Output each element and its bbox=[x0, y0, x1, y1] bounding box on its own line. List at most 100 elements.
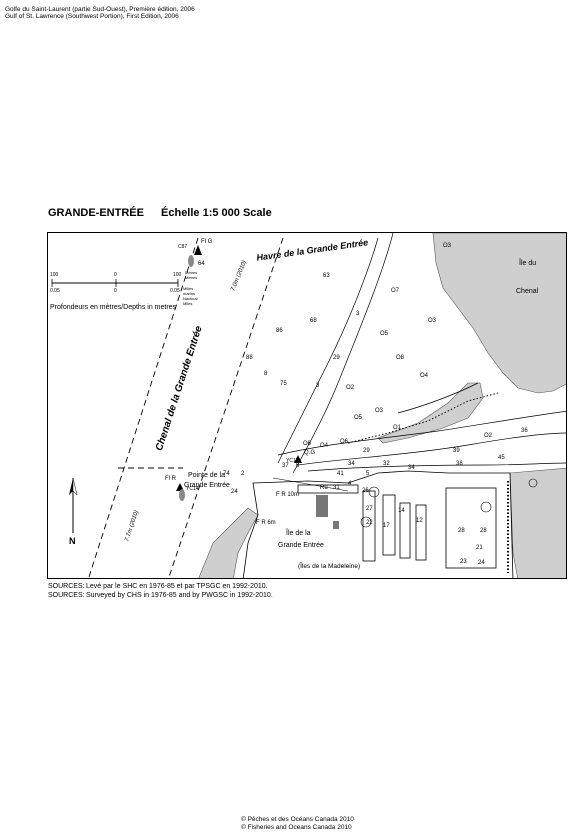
label-chenal-island: Chenal bbox=[516, 288, 539, 295]
sounding: O4 bbox=[320, 443, 329, 449]
sounding: O5 bbox=[380, 331, 389, 337]
depth-contours bbox=[277, 233, 566, 474]
sounding: O3 bbox=[375, 408, 384, 414]
sounding: 75 bbox=[280, 381, 287, 387]
wharves bbox=[297, 484, 497, 569]
sounding: O2 bbox=[346, 385, 355, 391]
sounding: 4 bbox=[348, 481, 352, 487]
light-mid-label: Q.G bbox=[304, 450, 316, 456]
sounding: 88 bbox=[246, 355, 253, 361]
sources-label-fr: SOURCES: bbox=[48, 583, 85, 590]
sounding: 12 bbox=[416, 518, 423, 524]
sounding: 74 bbox=[223, 471, 230, 477]
label-pointe-2: Grande Entrée bbox=[184, 482, 230, 489]
circled-soundings bbox=[360, 478, 538, 528]
sounding: 28 bbox=[480, 528, 487, 534]
sounding: 6 bbox=[296, 463, 300, 469]
scale-top-left: 100 bbox=[50, 272, 59, 278]
sounding: 31 bbox=[333, 485, 340, 491]
sounding: 23 bbox=[460, 559, 467, 565]
sources-en: SOURCES:Surveyed by CHS in 1976-85 and b… bbox=[48, 592, 273, 599]
sounding: 14 bbox=[398, 508, 405, 514]
rock-label: Ru bbox=[320, 485, 328, 491]
label-ile-grande-2: Grande Entrée bbox=[278, 542, 324, 549]
sounding: O6 bbox=[340, 439, 349, 445]
sounding: 63 bbox=[323, 273, 330, 279]
sounding: 21 bbox=[476, 545, 483, 551]
sounding: 28 bbox=[458, 528, 465, 534]
sounding: O5 bbox=[354, 415, 363, 421]
copyright-fr: © Pêches et des Océans Canada 2010 bbox=[241, 816, 354, 823]
chart-scale: Échelle 1:5 000 Scale bbox=[161, 207, 272, 219]
sounding: 27 bbox=[366, 506, 373, 512]
scale-top-right: 100 bbox=[173, 272, 182, 278]
sounding: 36 bbox=[521, 428, 528, 434]
sounding: 86 bbox=[276, 328, 283, 334]
scale-top-unit: Mètres Metres bbox=[185, 270, 198, 280]
sounding: 3 bbox=[316, 383, 320, 389]
sounding: 24 bbox=[478, 560, 485, 566]
fr6-label: F R 6m bbox=[256, 520, 276, 526]
label-ile-grande-1: Île de la bbox=[286, 530, 311, 537]
header-line-fr: Golfe du Saint-Laurent (partie Sud-Ouest… bbox=[5, 6, 195, 13]
sources-fr: SOURCES:Levé par le SHC en 1976-85 et pa… bbox=[48, 583, 268, 590]
sounding: 38 bbox=[456, 461, 463, 467]
chart-map: Havre de la Grande Entrée Chenal de la G… bbox=[47, 232, 567, 579]
sounding: 17 bbox=[383, 523, 390, 529]
sources-text-fr: Levé par le SHC en 1976-85 et par TPSGC … bbox=[86, 583, 268, 590]
sounding: 29 bbox=[363, 448, 370, 454]
sounding: 26 bbox=[362, 488, 369, 494]
depth-units-note: Profondeurs en mètres/Depths in metres bbox=[50, 304, 177, 311]
label-iles-madeleine: (Îles de la Madeleine) bbox=[298, 563, 361, 570]
sounding: O3 bbox=[428, 318, 437, 324]
scale-bottom-right: 0.05 bbox=[170, 288, 180, 294]
sounding: 24 bbox=[231, 489, 238, 495]
sounding: O8 bbox=[396, 355, 405, 361]
light-fl-sub: YC14 bbox=[186, 486, 199, 492]
scale-bar: 100 0 100 Mètres Metres 0.05 0 0.05 Mill… bbox=[48, 270, 198, 306]
header-line-en: Gulf of St. Lawrence (Southwest Portion)… bbox=[5, 13, 179, 20]
sounding: O6 bbox=[303, 441, 312, 447]
label-ile-du: Île du bbox=[519, 260, 537, 267]
sounding: O3 bbox=[443, 243, 452, 249]
sounding: 3 bbox=[356, 311, 360, 317]
scale-bottom-left: 0.05 bbox=[50, 288, 60, 294]
land-ile-grande-entree bbox=[242, 470, 514, 578]
sounding: O2 bbox=[484, 433, 493, 439]
sounding: 64 bbox=[198, 261, 205, 267]
light-fl-label: Fl R bbox=[165, 476, 176, 482]
sounding: 8 bbox=[264, 371, 268, 377]
land-east bbox=[509, 467, 566, 578]
sounding: 22 bbox=[366, 520, 373, 526]
sources-text-en: Surveyed by CHS in 1976-85 and by PWGSC … bbox=[86, 592, 273, 599]
sounding: 29 bbox=[333, 355, 340, 361]
scale-bar-graphic bbox=[51, 279, 179, 287]
sounding: 5 bbox=[366, 471, 370, 477]
scale-top-mid: 0 bbox=[114, 272, 117, 278]
light-top-sub: C87 bbox=[178, 244, 188, 250]
fr10-label: F R 10m bbox=[276, 492, 300, 498]
land-shoal bbox=[377, 382, 484, 444]
light-top-label: Fl G bbox=[201, 239, 213, 245]
sounding: 39 bbox=[453, 448, 460, 454]
sounding: O4 bbox=[420, 373, 429, 379]
sounding: 41 bbox=[337, 471, 344, 477]
north-arrow-icon bbox=[69, 477, 78, 533]
copyright-en: © Fisheries and Oceans Canada 2010 bbox=[241, 824, 352, 831]
leading-line bbox=[272, 477, 349, 492]
sources-label-en: SOURCES: bbox=[48, 592, 85, 599]
sounding: 37 bbox=[282, 463, 289, 469]
label-pointe-1: Pointe de la bbox=[188, 472, 225, 479]
sounding: O7 bbox=[391, 288, 400, 294]
scale-bottom-mid: 0 bbox=[114, 288, 117, 294]
scale-bottom-unit: Milles marins Nautical Miles bbox=[183, 286, 198, 306]
light-mid-sub: YC15 bbox=[286, 458, 299, 464]
sounding: O1 bbox=[393, 425, 402, 431]
chart-title: GRANDE-ENTRÉE bbox=[48, 207, 144, 219]
lights bbox=[176, 245, 302, 501]
buildings bbox=[316, 495, 339, 529]
chart-title-row: GRANDE-ENTRÉE Échelle 1:5 000 Scale bbox=[48, 207, 286, 219]
map-canvas bbox=[69, 233, 566, 578]
north-label: N bbox=[69, 536, 76, 546]
channel-limits bbox=[88, 237, 284, 578]
